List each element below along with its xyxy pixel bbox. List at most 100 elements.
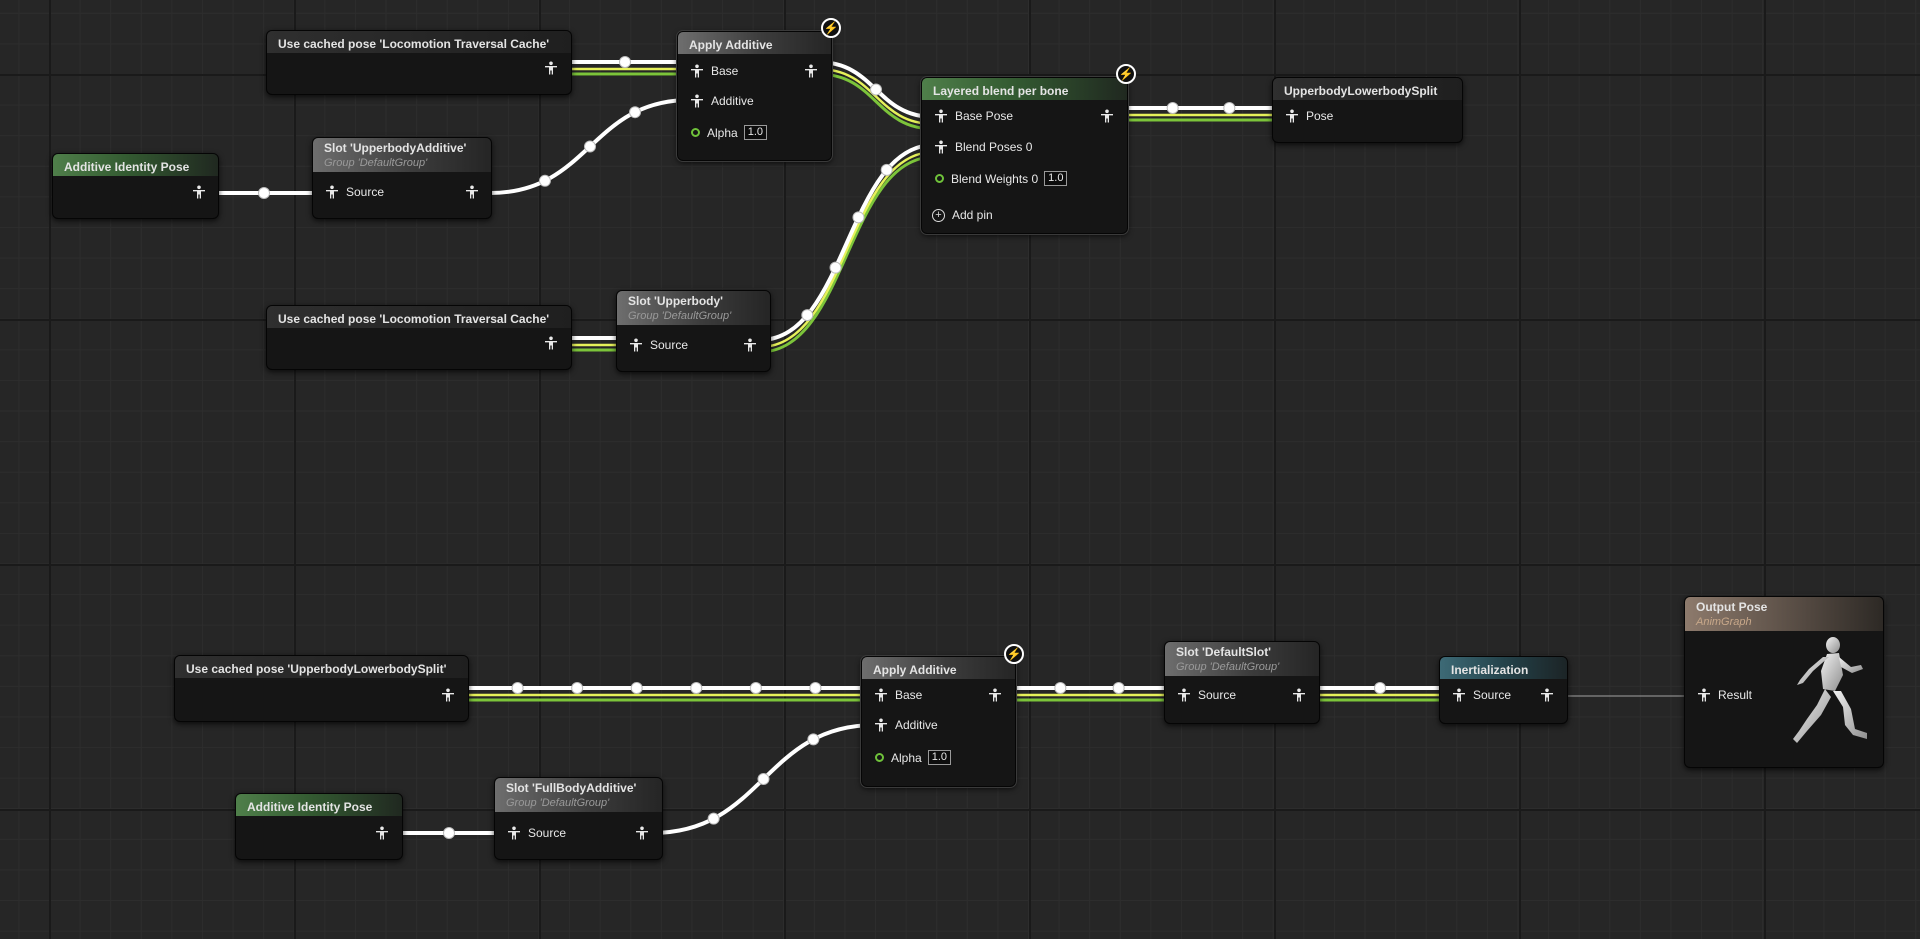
pose-figure-icon bbox=[934, 109, 948, 123]
pose-wire-yellow-strand bbox=[758, 150, 936, 349]
pose-figure-icon bbox=[635, 826, 649, 840]
slot-fullbody-additive-node[interactable]: Slot 'FullBodyAdditive'Group 'DefaultGro… bbox=[494, 777, 663, 860]
additive-input-pin[interactable]: Additive bbox=[874, 718, 938, 732]
source-input-pin[interactable]: Source bbox=[325, 185, 384, 199]
node-title: Inertialization bbox=[1440, 657, 1567, 679]
source-input-pin[interactable]: Source bbox=[629, 338, 688, 352]
alpha-input-pin[interactable]: Alpha 1.0 bbox=[875, 750, 951, 765]
pose-wire-yellow-strand bbox=[816, 67, 936, 126]
apply-additive-node-bottom[interactable]: Apply Additive Base Additive Alpha 1.0 bbox=[860, 655, 1017, 788]
output-pose-pin[interactable] bbox=[988, 688, 1002, 702]
node-title: UpperbodyLowerbodySplit bbox=[1273, 78, 1462, 100]
base-pose-input-pin[interactable]: Base Pose bbox=[934, 109, 1013, 123]
node-subtitle: Group 'DefaultGroup' bbox=[1176, 661, 1280, 673]
cached-pose-node-top-2[interactable]: Use cached pose 'Locomotion Traversal Ca… bbox=[266, 305, 572, 370]
node-title: Use cached pose 'Locomotion Traversal Ca… bbox=[267, 31, 571, 53]
pose-figure-icon bbox=[325, 185, 339, 199]
layered-blend-per-bone-node[interactable]: Layered blend per bone Base Pose Blend P… bbox=[920, 76, 1129, 235]
pose-wire bbox=[816, 60, 936, 119]
slot-upperbody-additive-node[interactable]: Slot 'UpperbodyAdditive'Group 'DefaultGr… bbox=[312, 137, 492, 219]
pin-label: Additive bbox=[711, 94, 754, 108]
node-title: Apply Additive bbox=[862, 657, 1015, 679]
apply-additive-node-top[interactable]: Apply Additive Base Additive Alpha 1.0 bbox=[676, 30, 833, 162]
blend-weights-value-field[interactable]: 1.0 bbox=[1044, 171, 1068, 186]
node-title: Slot 'DefaultSlot'Group 'DefaultGroup' bbox=[1165, 642, 1319, 676]
pose-figure-icon bbox=[507, 826, 521, 840]
pose-input-pin[interactable]: Pose bbox=[1285, 109, 1333, 123]
inertialization-node[interactable]: Inertialization Source bbox=[1439, 656, 1568, 724]
result-input-pin[interactable]: Result bbox=[1697, 688, 1752, 702]
mannequin-preview bbox=[1793, 637, 1867, 743]
node-subtitle: Group 'DefaultGroup' bbox=[506, 797, 610, 809]
pin-label: Additive bbox=[895, 718, 938, 732]
cached-pose-node-top-1[interactable]: Use cached pose 'Locomotion Traversal Ca… bbox=[266, 30, 572, 95]
output-pose-pin[interactable] bbox=[1100, 109, 1114, 123]
node-title: Apply Additive bbox=[678, 32, 831, 54]
pose-figure-icon bbox=[874, 688, 888, 702]
blend-poses-input-pin[interactable]: Blend Poses 0 bbox=[934, 140, 1032, 154]
pose-figure-icon bbox=[375, 826, 389, 840]
save-cached-pose-node[interactable]: UpperbodyLowerbodySplit Pose bbox=[1272, 77, 1463, 143]
source-input-pin[interactable]: Source bbox=[507, 826, 566, 840]
pose-figure-icon bbox=[690, 64, 704, 78]
slot-default-slot-node[interactable]: Slot 'DefaultSlot'Group 'DefaultGroup' S… bbox=[1164, 641, 1320, 724]
fast-path-bolt-icon: ⚡ bbox=[821, 18, 841, 38]
pose-figure-icon bbox=[743, 338, 757, 352]
wire-flow-dot bbox=[443, 827, 455, 839]
source-input-pin[interactable]: Source bbox=[1452, 688, 1511, 702]
wire-flow-dot bbox=[1374, 682, 1386, 694]
wire-flow-dot bbox=[258, 187, 270, 199]
wire-flow-dot bbox=[630, 682, 643, 694]
pose-wire bbox=[650, 723, 877, 835]
base-input-pin[interactable]: Base bbox=[874, 688, 922, 702]
base-input-pin[interactable]: Base bbox=[690, 64, 738, 78]
blend-weights-input-pin[interactable]: Blend Weights 0 1.0 bbox=[935, 171, 1068, 186]
node-title: Slot 'FullBodyAdditive'Group 'DefaultGro… bbox=[495, 778, 662, 812]
pin-label: Result bbox=[1718, 688, 1753, 702]
alpha-value-field[interactable]: 1.0 bbox=[743, 125, 767, 140]
additive-identity-pose-node-top[interactable]: Additive Identity Pose bbox=[52, 153, 219, 219]
slot-upperbody-node[interactable]: Slot 'Upperbody'Group 'DefaultGroup' Sou… bbox=[616, 290, 771, 372]
wire-flow-dot bbox=[749, 682, 762, 694]
wire-flow-dot bbox=[1223, 102, 1236, 114]
output-pose-pin[interactable] bbox=[544, 336, 558, 350]
wire-flow-dot bbox=[829, 261, 842, 274]
pin-label: Blend Weights 0 bbox=[951, 171, 1039, 186]
wire-flow-dot bbox=[852, 211, 865, 224]
output-pose-pin[interactable] bbox=[441, 688, 455, 702]
node-title: Additive Identity Pose bbox=[53, 154, 218, 176]
pin-label: Alpha bbox=[891, 750, 922, 765]
pose-wire bbox=[758, 143, 936, 342]
output-pose-pin[interactable] bbox=[1292, 688, 1306, 702]
pose-figure-icon bbox=[629, 338, 643, 352]
output-pose-pin[interactable] bbox=[375, 826, 389, 840]
output-pose-pin[interactable] bbox=[743, 338, 757, 352]
wire-flow-dot bbox=[807, 733, 820, 746]
output-pose-pin[interactable] bbox=[544, 61, 558, 75]
output-pose-pin[interactable] bbox=[804, 64, 818, 78]
alpha-value-field[interactable]: 1.0 bbox=[927, 750, 951, 765]
wire-flow-dot bbox=[690, 682, 703, 694]
add-pin-button[interactable]: +Add pin bbox=[932, 208, 993, 222]
output-pose-pin[interactable] bbox=[635, 826, 649, 840]
pose-figure-icon bbox=[1100, 109, 1114, 123]
cached-pose-node-bottom[interactable]: Use cached pose 'UpperbodyLowerbodySplit… bbox=[174, 655, 469, 722]
pin-label: Source bbox=[650, 338, 689, 352]
additive-input-pin[interactable]: Additive bbox=[690, 94, 754, 108]
node-title: Additive Identity Pose bbox=[236, 794, 402, 816]
additive-identity-pose-node-bottom[interactable]: Additive Identity Pose bbox=[235, 793, 403, 860]
source-input-pin[interactable]: Source bbox=[1177, 688, 1236, 702]
node-subtitle: Group 'DefaultGroup' bbox=[324, 157, 428, 169]
pin-label: Alpha bbox=[707, 125, 738, 140]
output-pose-pin[interactable] bbox=[1540, 688, 1554, 702]
pose-figure-icon bbox=[874, 718, 888, 732]
pose-figure-icon bbox=[1285, 109, 1299, 123]
add-pin-label: Add pin bbox=[952, 208, 993, 222]
pose-figure-icon bbox=[1452, 688, 1466, 702]
node-subtitle: Group 'DefaultGroup' bbox=[628, 310, 732, 322]
output-pose-pin[interactable] bbox=[465, 185, 479, 199]
output-pose-pin[interactable] bbox=[192, 185, 206, 199]
alpha-input-pin[interactable]: Alpha 1.0 bbox=[691, 125, 767, 140]
